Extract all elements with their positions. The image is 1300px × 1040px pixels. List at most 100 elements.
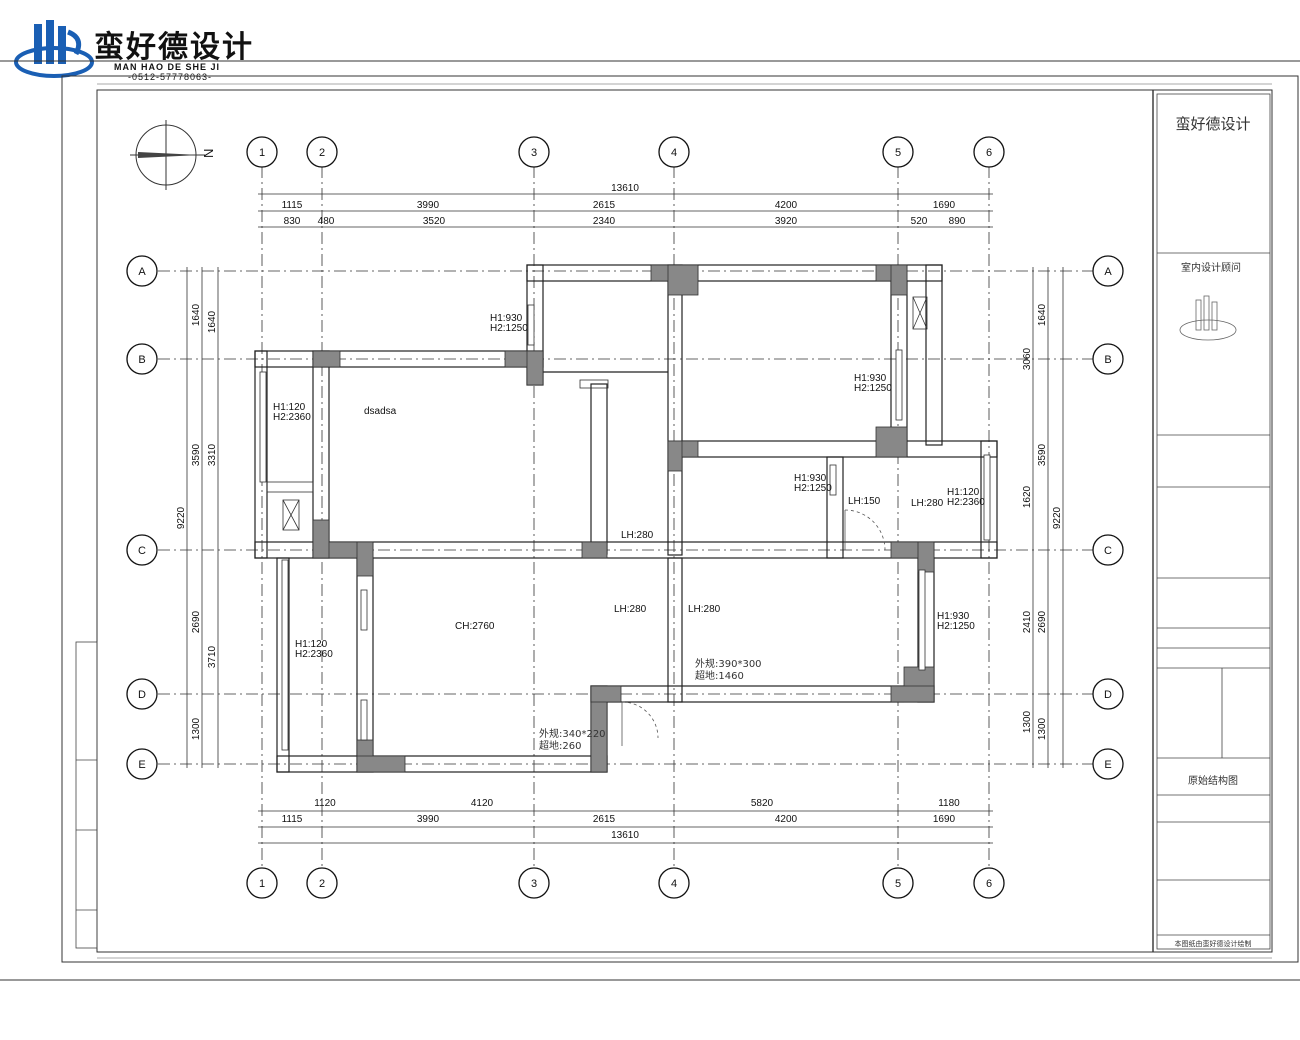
label-win1b: H2:1250 (490, 323, 528, 334)
axis-col-6-top: 6 (986, 147, 992, 159)
label-win5b: H2:2360 (947, 497, 985, 508)
dim-bottom-sub-3: 5820 (751, 798, 774, 809)
dim-top-sub-4: 2340 (593, 216, 616, 227)
consultant-logo-icon (1179, 295, 1237, 341)
axis-row-a-right: A (1104, 266, 1112, 278)
dim-top-main-5: 1690 (933, 200, 956, 211)
label-pipe1: 外规:390*300 (695, 657, 762, 670)
windows (259, 304, 991, 751)
dim-left-outer-4: 1300 (191, 717, 202, 740)
axis-col-3-top: 3 (531, 147, 537, 159)
axis-row-d-left: D (138, 689, 146, 701)
label-win4b: H2:1250 (794, 483, 832, 494)
axis-row-b-right: B (1104, 354, 1111, 366)
label-lh280a: LH:280 (911, 498, 944, 509)
dim-top-sub-7: 890 (949, 216, 966, 227)
title-block-company: 蛮好德设计 (1175, 115, 1250, 133)
dim-right-inner-1: 3060 (1022, 347, 1033, 370)
axis-row-b-left: B (138, 354, 145, 366)
shafts (266, 296, 928, 531)
logo-mark-icon (14, 20, 94, 78)
dim-right-inner-2: 1620 (1022, 485, 1033, 508)
axis-col-5-bottom: 5 (895, 878, 901, 890)
dim-bottom-sub-2: 4120 (471, 798, 494, 809)
dim-bottom-sub-4: 1180 (938, 798, 960, 809)
dim-right-outer-1: 1640 (1037, 303, 1048, 326)
dim-left-outer-3: 2690 (191, 610, 202, 633)
label-win6: H1:120 (295, 639, 328, 650)
label-ch: CH:2760 (455, 621, 495, 632)
label-win7b: H2:1250 (937, 621, 975, 632)
dim-top-sub-5: 3920 (775, 216, 798, 227)
axis-bubbles-sides (126, 255, 1124, 780)
dim-top-main-1: 1115 (282, 200, 303, 211)
axis-row-e-left: E (138, 759, 145, 771)
dim-right-outer-4: 1300 (1037, 717, 1048, 740)
compass-label: N (201, 149, 216, 158)
dim-bottom-total: 13610 (611, 830, 639, 841)
dim-right-outer-2: 3590 (1037, 443, 1048, 466)
label-lh280c: LH:280 (614, 604, 647, 615)
axis-col-2-top: 2 (319, 147, 325, 159)
axis-col-5-top: 5 (895, 147, 901, 159)
axis-grid-lines (158, 166, 1093, 870)
label-win1: H1:930 (490, 313, 523, 324)
dimension-lines (186, 193, 1064, 844)
axis-col-1-bottom: 1 (259, 878, 265, 890)
axis-col-2-bottom: 2 (319, 878, 325, 890)
dim-bottom-main-4: 4200 (775, 814, 798, 825)
label-win7: H1:930 (937, 611, 970, 622)
axis-bubbles-top (246, 136, 1005, 168)
dim-right-inner-3: 2410 (1022, 610, 1033, 633)
dim-right-total: 9220 (1052, 506, 1063, 529)
dim-top-sub-2: 480 (318, 216, 335, 227)
label-win4: H1:930 (794, 473, 827, 484)
dim-top-total: 13610 (611, 183, 639, 194)
axis-col-4-top: 4 (671, 147, 677, 159)
label-win2: H1:930 (854, 373, 887, 384)
axis-row-c-right: C (1104, 545, 1112, 557)
doors (621, 509, 886, 746)
label-win3b: H2:2360 (273, 412, 311, 423)
dim-bottom-sub-1: 1120 (314, 798, 336, 809)
brand-name: 蛮好德设计 (94, 30, 254, 65)
dim-bottom-main-5: 1690 (933, 814, 956, 825)
dim-top-sub-3: 3520 (423, 216, 446, 227)
label-lh150: LH:150 (848, 496, 881, 507)
dim-right-inner-4: 1300 (1022, 710, 1033, 733)
title-block-consultant: 室内设计顾问 (1181, 261, 1241, 274)
room-label-dsadsa: dsadsa (364, 406, 397, 417)
label-pipe2: 外规:340*220 (539, 727, 606, 740)
dim-bottom-main-3: 2615 (593, 814, 616, 825)
label-win2b: H2:1250 (854, 383, 892, 394)
axis-col-1-top: 1 (259, 147, 265, 159)
label-win6b: H2:2360 (295, 649, 333, 660)
label-win3: H1:120 (273, 402, 306, 413)
dim-top-sub-1: 830 (284, 216, 301, 227)
axis-col-4-bottom: 4 (671, 878, 677, 890)
dim-bottom-main-2: 3990 (417, 814, 440, 825)
structural-columns (312, 264, 935, 773)
sheet-frame (0, 60, 1300, 981)
axis-row-c-left: C (138, 545, 146, 557)
title-block-footer: 本图纸由蛮好德设计绘制 (1175, 939, 1252, 948)
dim-left-outer-1: 1640 (191, 303, 202, 326)
title-block (1156, 93, 1271, 950)
label-pipe1b: 超地:1460 (695, 669, 744, 682)
dim-top-main-3: 2615 (593, 200, 616, 211)
dim-left-outer-2: 3590 (191, 443, 202, 466)
dim-top-main-4: 4200 (775, 200, 798, 211)
axis-row-a-left: A (138, 266, 146, 278)
company-logo: 蛮好德设计 MAN HAO DE SHE JI -0512-57778063- (14, 18, 254, 82)
axis-row-e-right: E (1104, 759, 1111, 771)
dim-left-total: 9220 (176, 506, 187, 529)
dim-right-outer-3: 2690 (1037, 610, 1048, 633)
brand-phone: -0512-57778063- (128, 72, 213, 82)
walls (254, 264, 998, 773)
left-side-strip (75, 641, 98, 949)
label-lh280b: LH:280 (621, 530, 654, 541)
axis-col-3-bottom: 3 (531, 878, 537, 890)
label-pipe2b: 超地:260 (539, 739, 581, 752)
dim-left-inner-2: 3310 (207, 443, 218, 466)
